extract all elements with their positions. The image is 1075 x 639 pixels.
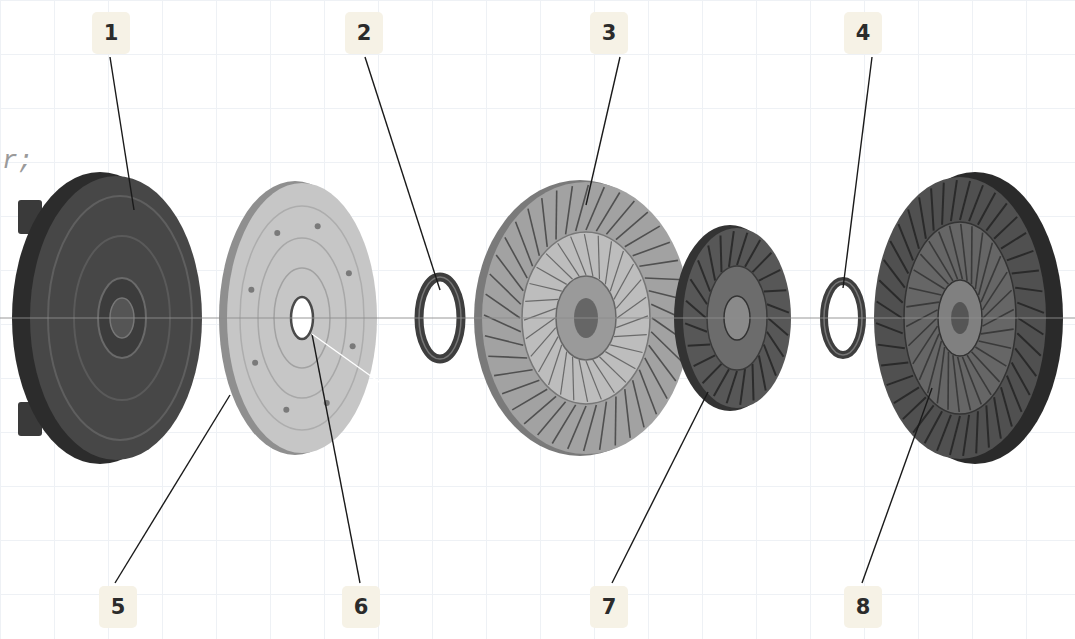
highlight-line — [312, 334, 382, 384]
callout-number: 5 — [99, 586, 137, 628]
center-axis — [0, 318, 1075, 319]
faint-text: r; — [2, 146, 33, 176]
callout-number: 6 — [342, 586, 380, 628]
callout-number: 8 — [844, 586, 882, 628]
callout-number: 3 — [590, 12, 628, 54]
callout-number: 4 — [844, 12, 882, 54]
leader-lines — [110, 57, 932, 583]
callout-number: 7 — [590, 586, 628, 628]
callout-number: 1 — [92, 12, 130, 54]
callout-number: 2 — [345, 12, 383, 54]
